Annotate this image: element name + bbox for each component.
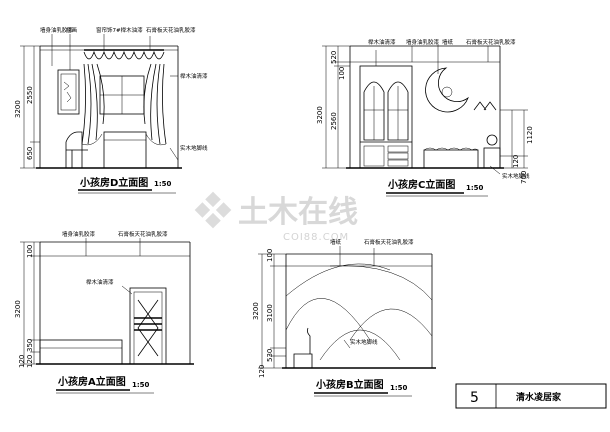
label-b-3: 实木地脚线 xyxy=(350,338,378,346)
elevation-d: 墙身油乳胶漆 挂画 窗帘饰7#榉木油漆 石膏板天花油乳胶漆 榉木油清漆 实木地脚… xyxy=(14,26,208,194)
dim-c-mid: 2560 xyxy=(330,112,338,130)
hanging-picture xyxy=(57,69,80,115)
view-b-title: 小孩房B立面图 xyxy=(315,378,384,391)
dim-b-total: 3200 xyxy=(252,302,260,320)
label-c-3: 墙纸 xyxy=(442,38,454,46)
view-d-title: 小孩房D立面图 xyxy=(79,176,148,189)
view-a-scale: 1:50 xyxy=(132,381,150,389)
logo-icon xyxy=(194,191,232,229)
watermark-sub: COI88.COM xyxy=(283,232,349,243)
dim-b-mid: 3100 xyxy=(266,304,274,322)
dim-b-base: 120 xyxy=(258,365,266,378)
label-d-4: 石膏板天花油乳胶漆 xyxy=(146,26,196,34)
elevation-a: 墙身油乳胶漆 石膏板天花油乳胶漆 榉木油清漆 100 3200 350 120 … xyxy=(14,230,194,394)
title-block: 5 清水凌居家 xyxy=(455,383,607,409)
dim-a-top: 100 xyxy=(26,245,34,258)
label-d-1: 墙身油乳胶漆 xyxy=(40,26,74,34)
door xyxy=(129,287,167,365)
label-a-1: 墙身油乳胶漆 xyxy=(62,230,96,238)
dim-a-total: 3200 xyxy=(14,300,22,318)
view-a-title: 小孩房A立面图 xyxy=(57,375,126,388)
dim-c-total: 3200 xyxy=(316,106,324,124)
view-c-scale: 1:50 xyxy=(466,184,484,192)
dim-d-total: 3200 xyxy=(14,100,22,118)
dim-b-low: 530 xyxy=(266,349,274,362)
dim-a-low-1: 120 xyxy=(18,355,26,368)
label-d-5: 榉木油清漆 xyxy=(180,72,208,80)
label-c-2: 墙身油乳胶漆 xyxy=(406,38,440,46)
label-d-6: 实木地脚线 xyxy=(180,144,208,152)
label-b-1: 墙纸 xyxy=(330,238,342,246)
dim-c-band: 100 xyxy=(338,67,346,80)
dim-d-upper: 2550 xyxy=(26,86,34,104)
label-a-3: 榉木油清漆 xyxy=(86,278,114,286)
project-name: 清水凌居家 xyxy=(516,391,562,403)
view-d-scale: 1:50 xyxy=(154,180,172,188)
sheet-number: 5 xyxy=(470,390,479,406)
watermark: 土木在线 COI88.COM xyxy=(194,191,358,243)
label-a-2: 石膏板天花油乳胶漆 xyxy=(118,230,168,238)
dim-b-top: 100 xyxy=(266,249,274,262)
dim-c-right-2: 120 xyxy=(512,155,520,168)
view-b-scale: 1:50 xyxy=(390,384,408,392)
dim-d-lower: 650 xyxy=(26,147,34,160)
watermark-main: 土木在线 xyxy=(238,195,358,230)
elevation-c: 榉木油清漆 墙身油乳胶漆 墙纸 石膏板天花油乳胶漆 实木地脚线 3200 520… xyxy=(316,38,534,197)
dim-c-top: 520 xyxy=(330,51,338,64)
label-c-5: 实木地脚线 xyxy=(502,172,530,180)
dim-a-mid: 350 xyxy=(26,339,34,352)
elevation-b: 墙纸 石膏板天花油乳胶漆 实木地脚线 100 3200 3100 530 120… xyxy=(252,238,436,397)
wallpaper-arcs xyxy=(285,263,433,361)
label-d-3: 窗帘饰7#榉木油漆 xyxy=(96,26,143,34)
label-b-2: 石膏板天花油乳胶漆 xyxy=(364,238,414,246)
dim-a-low-2: 120 xyxy=(26,355,34,368)
chair xyxy=(65,131,88,168)
dim-c-right-3: 700 xyxy=(520,171,528,184)
moon-decoration xyxy=(425,67,469,113)
label-c-4: 石膏板天花油乳胶漆 xyxy=(466,38,516,46)
label-d-2: 挂画 xyxy=(66,26,77,34)
label-c-1: 榉木油清漆 xyxy=(368,38,396,46)
bookcase xyxy=(359,65,413,169)
dim-c-right-1: 1120 xyxy=(526,126,534,144)
view-c-title: 小孩房C立面图 xyxy=(387,178,455,191)
